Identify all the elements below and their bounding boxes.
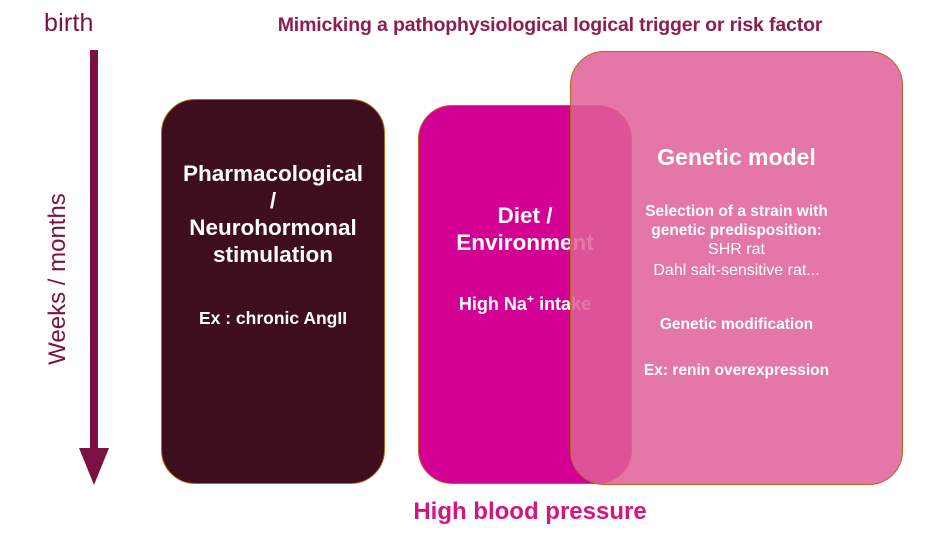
model-title-line: stimulation: [212, 242, 333, 267]
model-title-line: /: [269, 188, 277, 213]
example-superscript: +: [526, 292, 535, 306]
model-example-pharmacological: Ex : chronic AngII: [198, 308, 348, 328]
model-box-genetic[interactable]: Genetic model Selection of a strain with…: [570, 51, 903, 485]
model-title-line: Neurohormonal: [189, 215, 357, 240]
strain-item: SHR rat: [708, 241, 765, 259]
genetic-modification-label: Genetic modification: [659, 315, 814, 333]
genetic-modification-example: Ex: renin overexpression: [643, 361, 830, 379]
timeline-axis: birth Weeks / months: [0, 0, 140, 542]
down-arrow-icon: [79, 50, 109, 485]
model-title-line: Pharmacological: [182, 161, 364, 186]
model-title-genetic: Genetic model: [657, 144, 816, 170]
timeline-duration-label: Weeks / months: [44, 193, 71, 365]
outcome-label: High blood pressure: [413, 498, 647, 525]
selection-heading-line: genetic predisposition:: [651, 221, 822, 239]
example-prefix: High Na: [458, 294, 527, 314]
timeline-start-label: birth: [44, 9, 94, 37]
genetic-strain-list: SHR rat Dahl salt-sensitive rat...: [653, 240, 819, 282]
strain-item: Dahl salt-sensitive rat...: [653, 262, 820, 280]
model-title-pharmacological: Pharmacological / Neurohormonal stimulat…: [183, 160, 363, 268]
model-box-pharmacological[interactable]: Pharmacological / Neurohormonal stimulat…: [161, 99, 385, 484]
selection-heading-line: Selection of a strain with: [645, 202, 828, 220]
genetic-selection-heading: Selection of a strain with genetic predi…: [627, 202, 846, 241]
page-title: Mimicking a pathophysiological logical t…: [277, 14, 823, 36]
model-title-line: Diet /: [497, 203, 553, 228]
